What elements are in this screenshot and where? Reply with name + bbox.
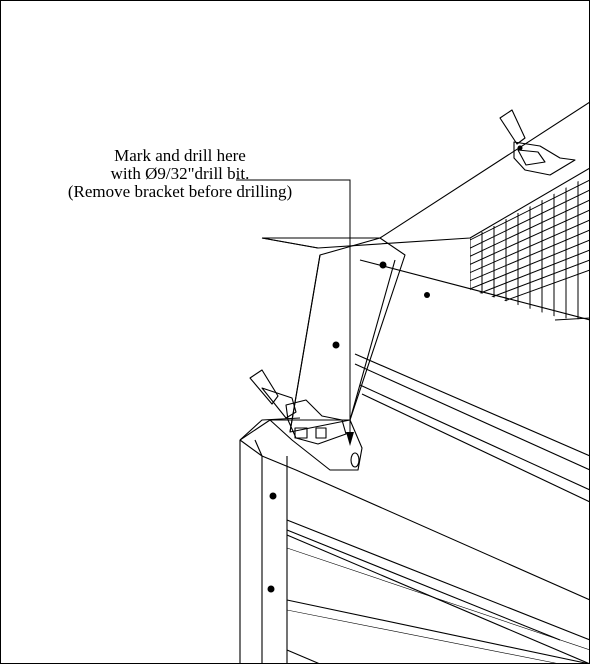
callout-line-1: Mark and drill here [114, 146, 246, 165]
vent-grid [470, 179, 590, 320]
callout-line-3: (Remove bracket before drilling) [67, 182, 293, 201]
callout-leader [236, 179, 351, 440]
callout-line-2: with Ø9/32"drill bit. [110, 164, 250, 183]
enclosure-body [239, 101, 590, 664]
top-latch [499, 109, 526, 145]
bolt-heads [267, 145, 523, 593]
leader-arrowhead [346, 432, 354, 446]
drill-instruction-callout: Mark and drill here with Ø9/32"drill bit… [10, 147, 350, 201]
drill-mark [350, 452, 360, 468]
